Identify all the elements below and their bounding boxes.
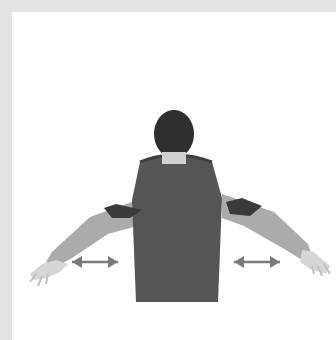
torso [132,155,222,302]
double-arrow-icon [72,256,118,268]
image-panel [12,12,336,340]
double-arrow-icon [234,256,280,268]
exercise-illustration [12,12,336,340]
